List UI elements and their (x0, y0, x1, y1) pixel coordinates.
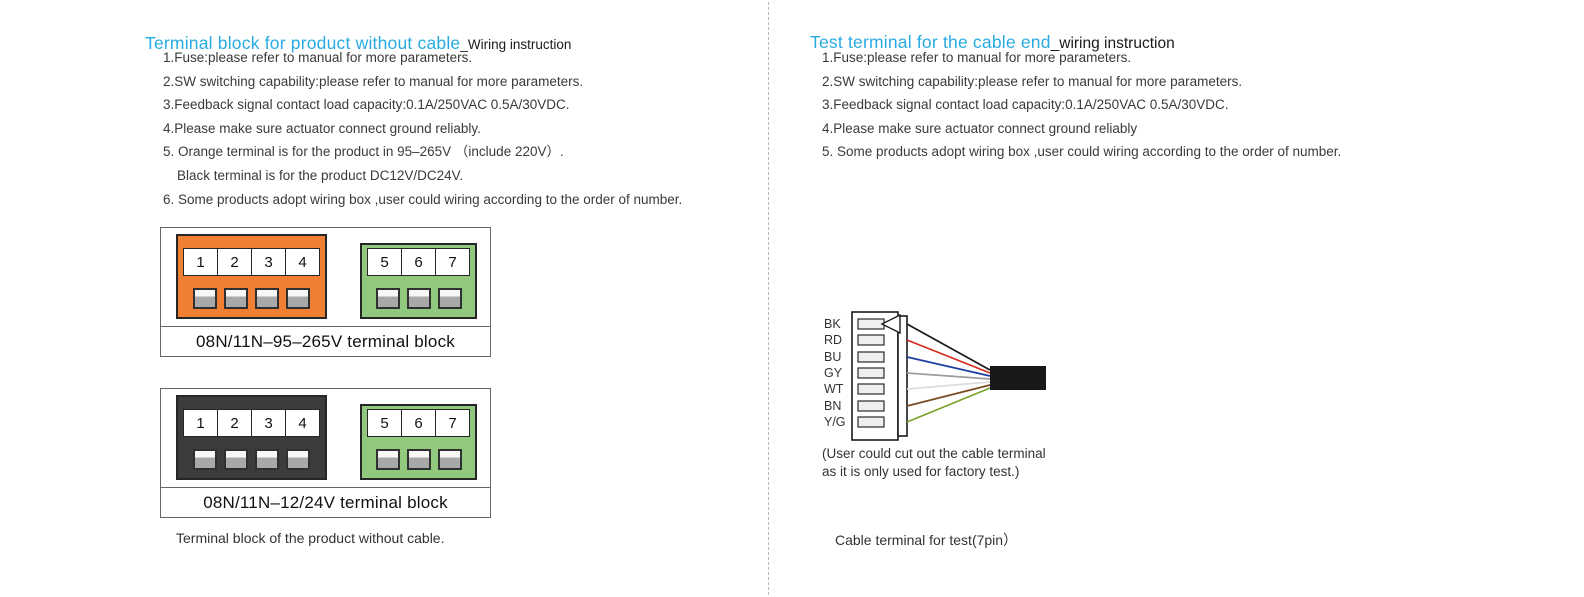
terminal-numbers: 1 2 3 4 (183, 248, 320, 276)
wire-label-gy: GY (824, 366, 843, 380)
terminal-cell-6: 6 (401, 248, 436, 276)
terminal-numbers: 5 6 7 (367, 248, 470, 276)
wire-yg (906, 387, 991, 423)
terminal-slot (255, 288, 279, 309)
green-terminal-block: 5 6 7 (360, 243, 477, 319)
right-figure-caption: Cable terminal for test(7pin） (835, 532, 1018, 548)
wire-bu (906, 356, 991, 377)
terminal-slot (286, 288, 310, 309)
wire-gy (906, 372, 991, 380)
terminal-slot (224, 288, 248, 309)
pin-slot (857, 400, 885, 412)
terminal-cell-1: 1 (183, 409, 218, 437)
right-section-title: Test terminal for the cable end_wiring i… (810, 19, 1175, 56)
terminal-cell-6: 6 (401, 409, 436, 437)
terminal-slots (372, 288, 465, 309)
pin-slot (857, 351, 885, 363)
wire-label-bk: BK (824, 317, 841, 331)
terminal-slot (255, 449, 279, 470)
left-section-title: Terminal block for product without cable… (145, 20, 571, 57)
instruction-line: 1.Fuse:please refer to manual for more p… (163, 50, 473, 65)
instruction-line: 6. Some products adopt wiring box ,user … (163, 191, 683, 207)
instruction-line: 2.SW switching capability:please refer t… (163, 73, 584, 89)
note-line: as it is only used for factory test.) (822, 463, 1020, 479)
note-line: (User could cut out the cable terminal (822, 446, 1046, 461)
instruction-line: Black terminal is for the product DC12V/… (177, 167, 464, 183)
orange-terminal-block: 1 2 3 4 (176, 234, 327, 319)
instruction-line: 3.Feedback signal contact load capacity:… (822, 97, 1229, 113)
left-instruction-list: 1.Fuse:please refer to manual for more p… (163, 46, 682, 211)
left-title-text: Terminal block for product without cable (145, 33, 461, 53)
wire-bk (906, 323, 991, 371)
terminal-cell-3: 3 (251, 248, 286, 276)
terminal-slot (406, 288, 431, 309)
terminal-cell-4: 4 (285, 248, 320, 276)
terminal-slot (193, 449, 217, 470)
terminal-block-label: 08N/11N–95–265V terminal block (161, 326, 490, 356)
terminal-blocks-row: 1 2 3 4 5 6 7 (161, 228, 490, 326)
pin-slot (857, 367, 885, 379)
pin-slot (857, 416, 885, 428)
cable-connector-diagram: BK RD BU GY WT BN Y/G (818, 306, 1053, 451)
right-instruction-list: 1.Fuse:please refer to manual for more p… (822, 46, 1341, 164)
wire-bn (906, 384, 991, 407)
cable-end (990, 366, 1046, 390)
wire-label-yg: Y/G (824, 415, 846, 429)
terminal-cell-1: 1 (183, 248, 218, 276)
terminal-cell-2: 2 (217, 409, 252, 437)
wire-label-bn: BN (824, 399, 841, 413)
terminal-blocks-row: 1 2 3 4 5 6 7 (161, 389, 490, 487)
instruction-line: 4.Please make sure actuator connect grou… (163, 120, 481, 136)
terminal-cell-4: 4 (285, 409, 320, 437)
left-title-suffix: _Wiring instruction (460, 37, 572, 52)
polarity-marker-icon (880, 313, 901, 335)
terminal-numbers: 5 6 7 (367, 409, 470, 437)
terminal-slot (406, 449, 431, 470)
terminal-slot (437, 449, 462, 470)
green-terminal-block: 5 6 7 (360, 404, 477, 480)
instruction-line: 1.Fuse:please refer to manual for more p… (822, 50, 1132, 65)
wire-label-rd: RD (824, 333, 842, 347)
pin-slot (857, 318, 885, 330)
terminal-cell-3: 3 (251, 409, 286, 437)
pin-slot (857, 334, 885, 346)
terminal-slots (372, 449, 465, 470)
terminal-cell-5: 5 (367, 248, 402, 276)
instruction-line: 5. Orange terminal is for the product in… (163, 144, 564, 160)
terminal-cell-7: 7 (435, 409, 470, 437)
terminal-slot (286, 449, 310, 470)
terminal-block-label: 08N/11N–12/24V terminal block (161, 487, 490, 517)
terminal-slot (437, 288, 462, 309)
wire-rd (906, 339, 991, 374)
terminal-slot (224, 449, 248, 470)
black-terminal-block: 1 2 3 4 (176, 395, 327, 480)
connector-svg: BK RD BU GY WT BN Y/G (824, 311, 1046, 441)
instruction-line: 2.SW switching capability:please refer t… (822, 73, 1243, 89)
instruction-line: 4.Please make sure actuator connect grou… (822, 120, 1138, 136)
terminal-cell-2: 2 (217, 248, 252, 276)
wire-wt (906, 381, 991, 390)
terminal-numbers: 1 2 3 4 (183, 409, 320, 437)
terminal-slot (375, 288, 400, 309)
terminal-slot (375, 449, 400, 470)
terminal-block-diagram-95-265v: 1 2 3 4 5 6 7 (160, 227, 491, 357)
section-divider (768, 2, 769, 595)
terminal-cell-5: 5 (367, 409, 402, 437)
instruction-line: 3.Feedback signal contact load capacity:… (163, 97, 570, 113)
instruction-line: 5. Some products adopt wiring box ,user … (822, 144, 1342, 160)
factory-test-note: (User could cut out the cable terminal a… (822, 445, 1046, 480)
terminal-slot (193, 288, 217, 309)
right-title-text: Test terminal for the cable end (810, 32, 1051, 52)
pin-slot (857, 383, 885, 395)
terminal-slots (190, 288, 314, 309)
right-title-suffix: _wiring instruction (1050, 35, 1175, 52)
terminal-cell-7: 7 (435, 248, 470, 276)
terminal-slots (190, 449, 314, 470)
connector-flange (897, 315, 908, 437)
wire-label-bu: BU (824, 350, 841, 364)
terminal-block-diagram-12-24v: 1 2 3 4 5 6 7 (160, 388, 491, 518)
wire-label-wt: WT (824, 382, 844, 396)
left-figure-caption: Terminal block of the product without ca… (176, 530, 445, 546)
